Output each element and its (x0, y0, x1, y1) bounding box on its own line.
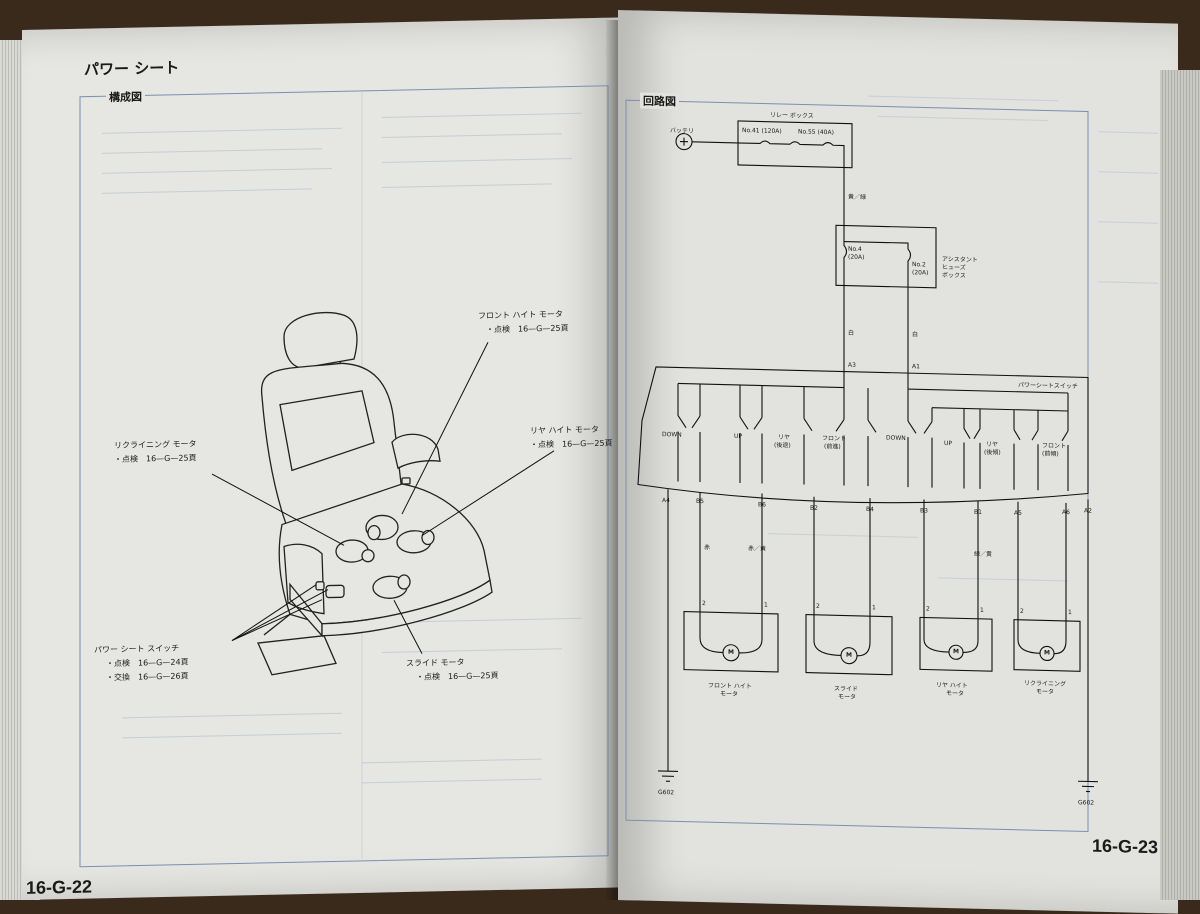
wire-white-2: 白 (912, 329, 918, 338)
switch-label-up-2: UP (944, 440, 952, 447)
motor-symbol-fh: M (728, 649, 734, 656)
battery-label: バッテリ (670, 125, 694, 135)
ground-label-right: G602 (1078, 799, 1094, 806)
seat-illustration (258, 309, 492, 675)
callout-reclining-name: リクライニング モータ (114, 438, 197, 451)
section-heading-circuit: 回路図 (640, 93, 679, 110)
motor-rear-height-label-2: モータ (946, 688, 964, 697)
motor-symbol-rh: M (953, 648, 959, 655)
wire-green-yellow: 緑／黄 (974, 549, 992, 558)
switch-label-front-2-sub: (前傾) (1042, 448, 1059, 457)
switch-label-rear-2-sub: (後傾) (984, 447, 1001, 456)
terminal-a6: A6 (1062, 509, 1070, 516)
terminal-a5: A5 (1014, 510, 1022, 517)
terminal-b4: B4 (866, 506, 874, 513)
switch-label-down-2: DOWN (886, 435, 906, 442)
page-edges-right (1160, 70, 1200, 900)
wire-white-1: 白 (848, 328, 854, 337)
callout-front-height-name: フロント ハイト モータ (478, 309, 563, 322)
relay-fuse-55: No.55 (40A) (798, 128, 834, 136)
callout-switch-replace: ・交換 16—G—26頁 (106, 671, 189, 684)
right-page: 回路図 バッテリ リレー ボックス No.41 (120A) No.55 (40… (618, 10, 1178, 914)
switch-label-up-1: UP (734, 433, 742, 440)
assistant-box-label-3: ボックス (942, 270, 966, 280)
motor-rh-pin1: 1 (980, 607, 984, 614)
terminal-a1: A1 (912, 363, 920, 370)
switch-label-rear-1-sub: (後退) (774, 440, 791, 449)
motor-fh-pin1: 1 (764, 602, 768, 609)
motor-rh-pin2: 2 (926, 606, 930, 613)
callout-switch-name: パワー シート スイッチ (94, 643, 179, 656)
terminal-b2: B2 (810, 505, 818, 512)
wire-main-color: 黄／緑 (848, 192, 866, 201)
motor-front-height-label-2: モータ (720, 688, 738, 697)
callout-switch-check: ・点検 16—G—24頁 (106, 657, 189, 670)
switch-label-front-1-sub: (前進) (824, 441, 841, 450)
motor-sl-pin2: 2 (816, 603, 820, 610)
section-heading-layout: 構成図 (106, 88, 145, 105)
left-page-number: 16-G-22 (26, 877, 92, 899)
callout-slide-name: スライド モータ (406, 657, 465, 669)
wire-red-yellow: 赤／黄 (748, 543, 766, 552)
terminal-a2: A2 (1084, 507, 1092, 514)
motor-slide-label-2: モータ (838, 691, 856, 700)
wire-red: 赤 (704, 542, 710, 551)
motor-reclining-label-2: モータ (1036, 686, 1054, 695)
callout-rear-height-name: リヤ ハイト モータ (530, 424, 599, 436)
terminal-a3: A3 (848, 362, 856, 369)
terminal-b3: B3 (920, 507, 928, 514)
callout-front-height-check: ・点検 16—G—25頁 (486, 323, 569, 336)
switch-title: パワーシートスイッチ (1018, 380, 1078, 390)
fuse-2-label: No.2 (912, 261, 926, 268)
ground-label-left: G602 (658, 789, 674, 796)
motor-rc-pin2: 2 (1020, 608, 1024, 615)
motor-rc-pin1: 1 (1068, 609, 1072, 616)
fuse-2-rating: (20A) (912, 269, 928, 276)
right-page-number: 16-G-23 (1092, 836, 1158, 859)
motor-symbol-rc: M (1044, 649, 1050, 656)
switch-label-down-1: DOWN (662, 431, 682, 438)
callout-rear-height-check: ・点検 16—G—25頁 (530, 438, 613, 451)
terminal-b5: B5 (696, 498, 704, 505)
fuse-4-rating: (20A) (848, 254, 864, 261)
motor-sl-pin1: 1 (872, 604, 876, 611)
fuse-4-label: No.4 (848, 246, 862, 253)
circuit-diagram (618, 10, 1178, 914)
callout-reclining-check: ・点検 16—G—25頁 (114, 452, 197, 465)
relay-fuse-41: No.41 (120A) (742, 127, 782, 135)
left-page-frame (22, 17, 622, 900)
terminal-a4: A4 (662, 497, 670, 504)
terminal-b1: B1 (974, 509, 982, 516)
left-page: パワー シート (22, 17, 622, 900)
callout-slide-check: ・点検 16—G—25頁 (416, 670, 499, 683)
terminal-b6: B6 (758, 501, 766, 508)
motor-fh-pin2: 2 (702, 600, 706, 607)
motor-symbol-sl: M (846, 652, 852, 659)
relay-box-label: リレー ボックス (770, 110, 814, 120)
